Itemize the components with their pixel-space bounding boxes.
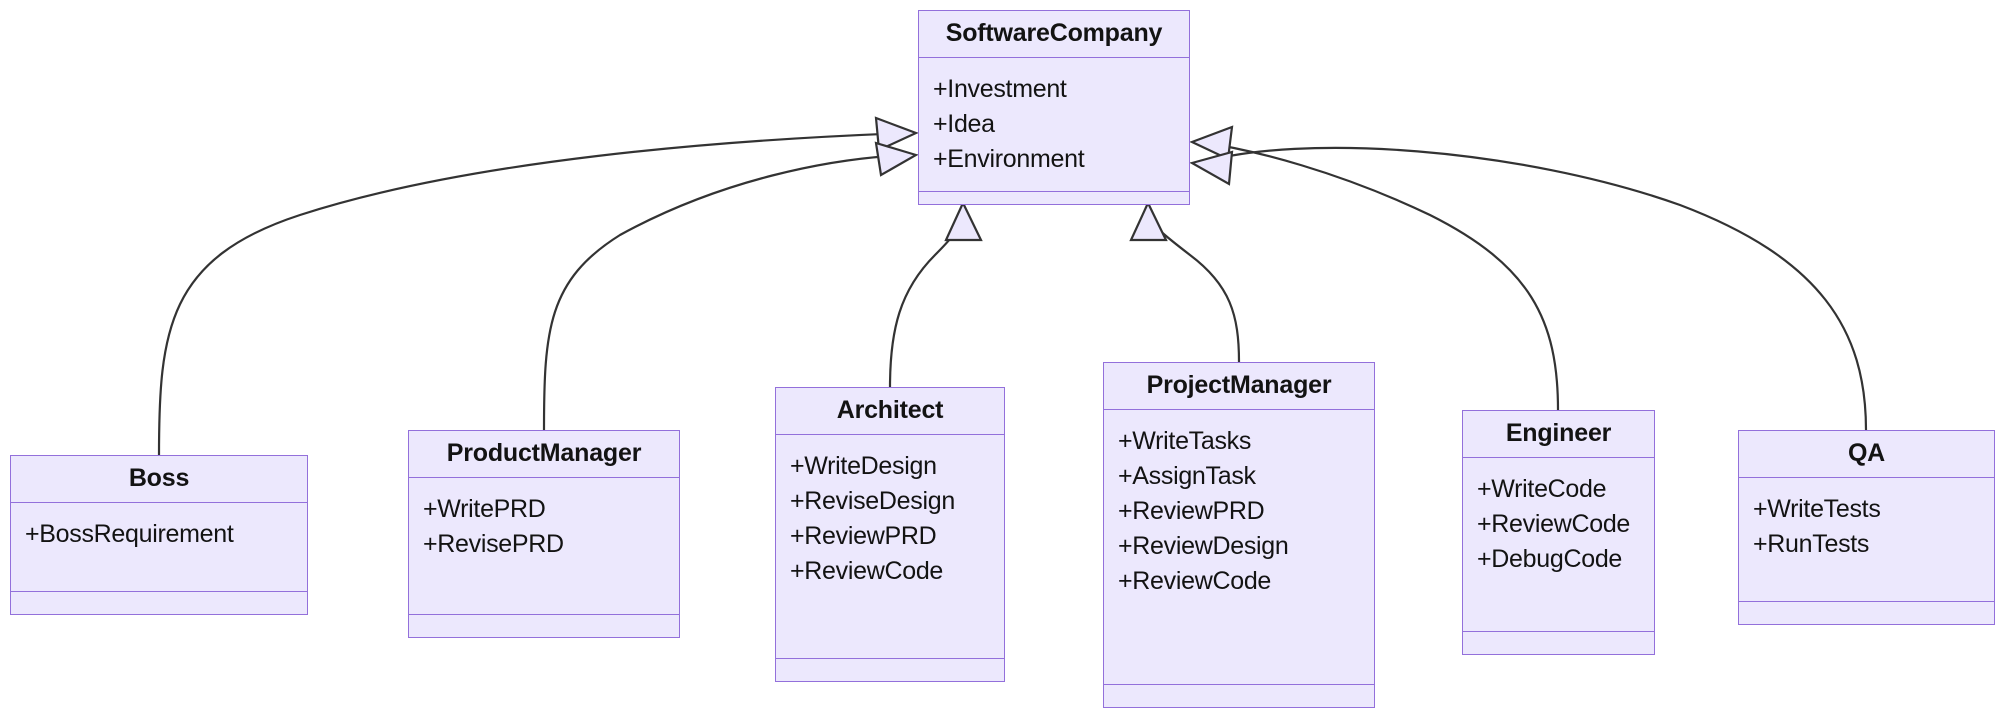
class-attribute: +WriteCode <box>1477 475 1607 503</box>
class-box-architect[interactable]: Architect +WriteDesign +ReviseDesign +Re… <box>775 387 1005 682</box>
class-attribute: +WriteDesign <box>790 452 937 480</box>
class-attribute: +BossRequirement <box>25 520 234 548</box>
class-title-boss: Boss <box>11 456 307 503</box>
class-title-architect: Architect <box>776 388 1004 435</box>
class-attributes-architect: +WriteDesign +ReviseDesign +ReviewPRD +R… <box>776 435 1004 659</box>
class-attribute: +ReviewDesign <box>1118 532 1289 560</box>
class-attribute: +Idea <box>933 110 995 138</box>
class-attributes-engineer: +WriteCode +ReviewCode +DebugCode <box>1463 458 1654 632</box>
class-attributes-qa: +WriteTests +RunTests <box>1739 478 1994 602</box>
class-attributes-projectmanager: +WriteTasks +AssignTask +ReviewPRD +Revi… <box>1104 410 1374 685</box>
class-attribute: +Environment <box>933 145 1085 173</box>
class-attribute: +ReviseDesign <box>790 487 955 515</box>
class-methods-projectmanager <box>1104 685 1374 707</box>
class-methods-architect <box>776 659 1004 681</box>
class-attribute: +WriteTests <box>1753 495 1881 523</box>
class-attributes-softwarecompany: +Investment +Idea +Environment <box>919 58 1189 192</box>
class-attribute: +ReviewPRD <box>790 522 937 550</box>
arrowhead-productmanager <box>874 141 919 177</box>
class-box-engineer[interactable]: Engineer +WriteCode +ReviewCode +DebugCo… <box>1462 410 1655 655</box>
class-box-qa[interactable]: QA +WriteTests +RunTests <box>1738 430 1995 625</box>
class-attribute: +ReviewCode <box>1477 510 1631 538</box>
class-attribute: +ReviewCode <box>790 557 944 585</box>
class-title-qa: QA <box>1739 431 1994 478</box>
arrowhead-engineer <box>1189 125 1234 161</box>
class-box-softwarecompany[interactable]: SoftwareCompany +Investment +Idea +Envir… <box>918 10 1190 205</box>
class-attribute: +WriteTasks <box>1118 427 1252 455</box>
class-attributes-productmanager: +WritePRD +RevisePRD <box>409 478 679 615</box>
class-attribute: +RunTests <box>1753 530 1870 558</box>
class-attribute: +AssignTask <box>1118 462 1256 490</box>
class-methods-boss <box>11 592 307 614</box>
edge-projectmanager-to-softwarecompany <box>1149 217 1241 363</box>
class-attribute: +WritePRD <box>423 495 546 523</box>
arrowhead-qa <box>1189 150 1234 186</box>
class-attribute: +DebugCode <box>1477 545 1623 573</box>
class-title-projectmanager: ProjectManager <box>1104 363 1374 410</box>
class-methods-productmanager <box>409 615 679 637</box>
class-attribute: +Investment <box>933 75 1067 103</box>
class-attribute: +ReviewPRD <box>1118 497 1265 525</box>
class-title-softwarecompany: SoftwareCompany <box>919 11 1189 58</box>
class-title-productmanager: ProductManager <box>409 431 679 478</box>
arrowhead-boss <box>874 116 919 152</box>
class-methods-softwarecompany <box>919 192 1189 214</box>
class-methods-engineer <box>1463 632 1654 654</box>
class-box-productmanager[interactable]: ProductManager +WritePRD +RevisePRD <box>408 430 680 638</box>
class-attribute: +RevisePRD <box>423 530 564 558</box>
class-attributes-boss: +BossRequirement <box>11 503 307 592</box>
class-methods-qa <box>1739 602 1994 624</box>
class-attribute: +ReviewCode <box>1118 567 1272 595</box>
class-box-boss[interactable]: Boss +BossRequirement <box>10 455 308 615</box>
edge-architect-to-softwarecompany <box>888 217 964 388</box>
class-box-projectmanager[interactable]: ProjectManager +WriteTasks +AssignTask +… <box>1103 362 1375 708</box>
class-title-engineer: Engineer <box>1463 411 1654 458</box>
